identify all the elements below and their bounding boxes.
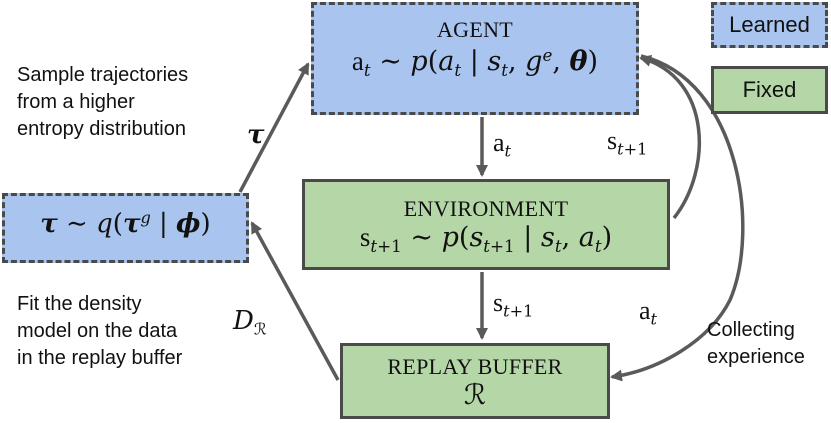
label-action-collected: at [639,296,658,329]
legend-learned-label: Learned [729,12,810,37]
note-sample-line-3: entropy distribution [17,118,186,140]
label-trajectory: τ [247,120,265,150]
environment-node: ENVIRONMENT st+1 ∼ p(st+1 | st, at) [302,179,670,270]
density-model-node: τ ∼ q(τg | ϕ) [2,193,249,263]
label-action: at [493,128,512,161]
replay-buffer-title: REPLAY BUFFER [387,354,563,379]
arrow-agent-to-replay [610,54,745,382]
note-fit-line-2: model on the data [17,320,178,342]
arrow-density-model-to-agent [238,62,310,193]
label-next-state-feedback: st+1 [607,126,648,159]
legend-fixed: Fixed [711,66,828,114]
note-collect-line-1: Collecting [707,319,795,341]
note-fit-line-1: Fit the density [17,293,142,315]
arrow-environment-to-agent [639,54,702,220]
agent-policy-formula: at ∼ p(at | st, ge, θ) [351,45,599,81]
label-next-state: st+1 [493,288,534,321]
density-model-formula: τ ∼ q(τg | ϕ) [40,208,211,239]
agent-node: AGENT at ∼ p(at | st, ge, θ) [311,2,639,115]
note-sample-line-1: Sample trajectories [17,64,189,86]
legend-learned: Learned [711,2,828,48]
replay-buffer-symbol: ℛ [463,378,487,411]
note-collecting-experience: Collecting experience [707,317,805,371]
note-fit-line-3: in the replay buffer [17,347,183,369]
agent-title: AGENT [436,17,514,42]
note-fit-density: Fit the density model on the data in the… [17,291,182,372]
replay-buffer-node: REPLAY BUFFER ℛ [340,343,610,419]
environment-transition-formula: st+1 ∼ p(st+1 | st, at) [359,222,613,256]
arrow-replay-to-density-model [250,221,340,381]
legend-fixed-label: Fixed [742,77,797,102]
note-sample-trajectories: Sample trajectories from a higher entrop… [17,62,188,143]
note-collect-line-2: experience [707,346,805,368]
note-sample-line-2: from a higher [17,91,135,113]
environment-title: ENVIRONMENT [403,196,569,221]
label-replay-data: Dℛ [233,306,267,339]
